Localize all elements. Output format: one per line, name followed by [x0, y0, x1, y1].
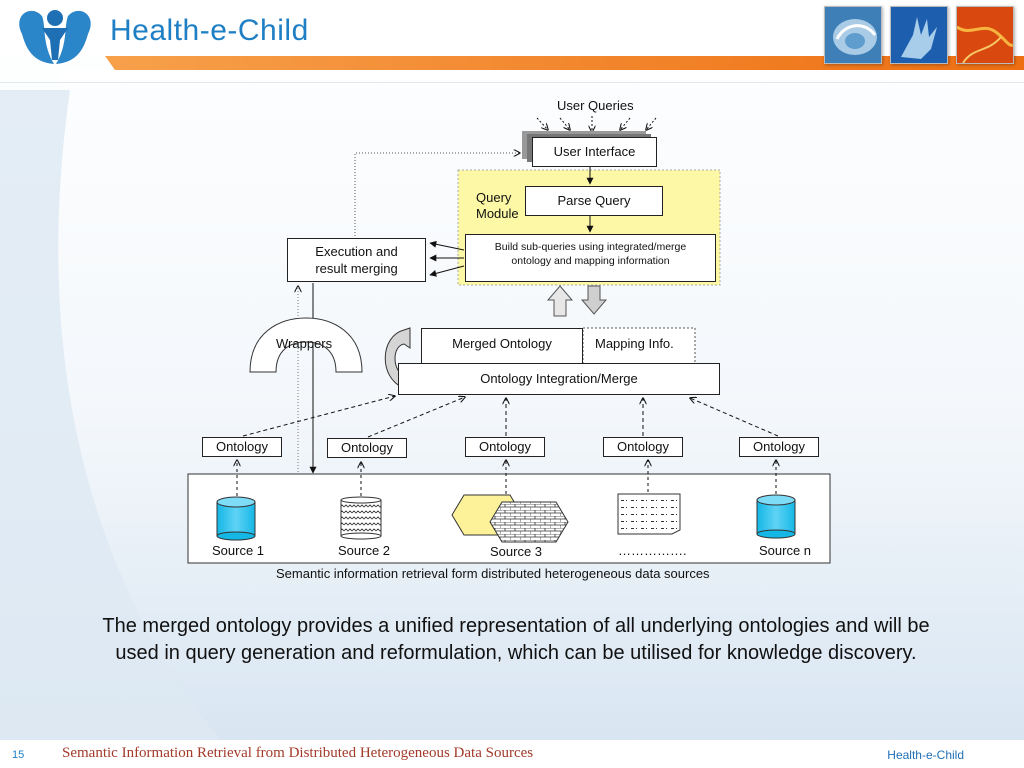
source-2-label: Source 2 [338, 543, 391, 558]
ontology-box-5: Ontology [739, 437, 819, 457]
merged-ontology-box: Merged Ontology [421, 328, 583, 364]
hand-xray-icon [890, 6, 948, 64]
ontology-box-1: Ontology [202, 437, 282, 457]
build-subqueries-box: Build sub-queries using integrated/merge… [465, 234, 716, 282]
mapping-info-label: Mapping Info. [595, 336, 674, 351]
parse-query-box: Parse Query [525, 186, 663, 216]
heart-vessel-icon [956, 6, 1014, 64]
textured-database-icon [340, 496, 382, 540]
ontology-integration-box: Ontology Integration/Merge [398, 363, 720, 395]
source-3-label: Source 3 [490, 544, 543, 559]
source-n-label: Source n [759, 543, 812, 558]
slide-caption: The merged ontology provides a unified r… [102, 615, 930, 664]
user-queries-label: User Queries [557, 98, 634, 113]
wrappers-label: Wrappers [276, 336, 333, 351]
source-ellipsis-label: ……………. [618, 543, 687, 558]
execution-merging-box: Execution and result merging [287, 238, 426, 282]
user-interface-box: User Interface [532, 137, 657, 167]
hexagon-source-icon [451, 494, 569, 543]
database-cylinder-icon-n [756, 494, 796, 539]
health-e-child-logo-icon [19, 10, 91, 64]
page-number: 15 [12, 749, 25, 761]
ontology-box-2: Ontology [327, 438, 407, 458]
footer-brand: Health-e-Child [887, 748, 964, 762]
ontology-box-3: Ontology [465, 437, 545, 457]
brain-scan-icon [824, 6, 882, 64]
brand-wordmark: Health-e-Child [110, 14, 309, 47]
source-1-label: Source 1 [212, 543, 265, 558]
query-module-label: Query Module [476, 190, 519, 221]
database-cylinder-icon [216, 496, 256, 541]
ontology-box-4: Ontology [603, 437, 683, 457]
footer-title: Semantic Information Retrieval from Dist… [62, 745, 534, 761]
figure-caption: Semantic information retrieval form dist… [276, 566, 710, 581]
wrappers-arch [249, 317, 363, 373]
document-icon [617, 493, 681, 535]
